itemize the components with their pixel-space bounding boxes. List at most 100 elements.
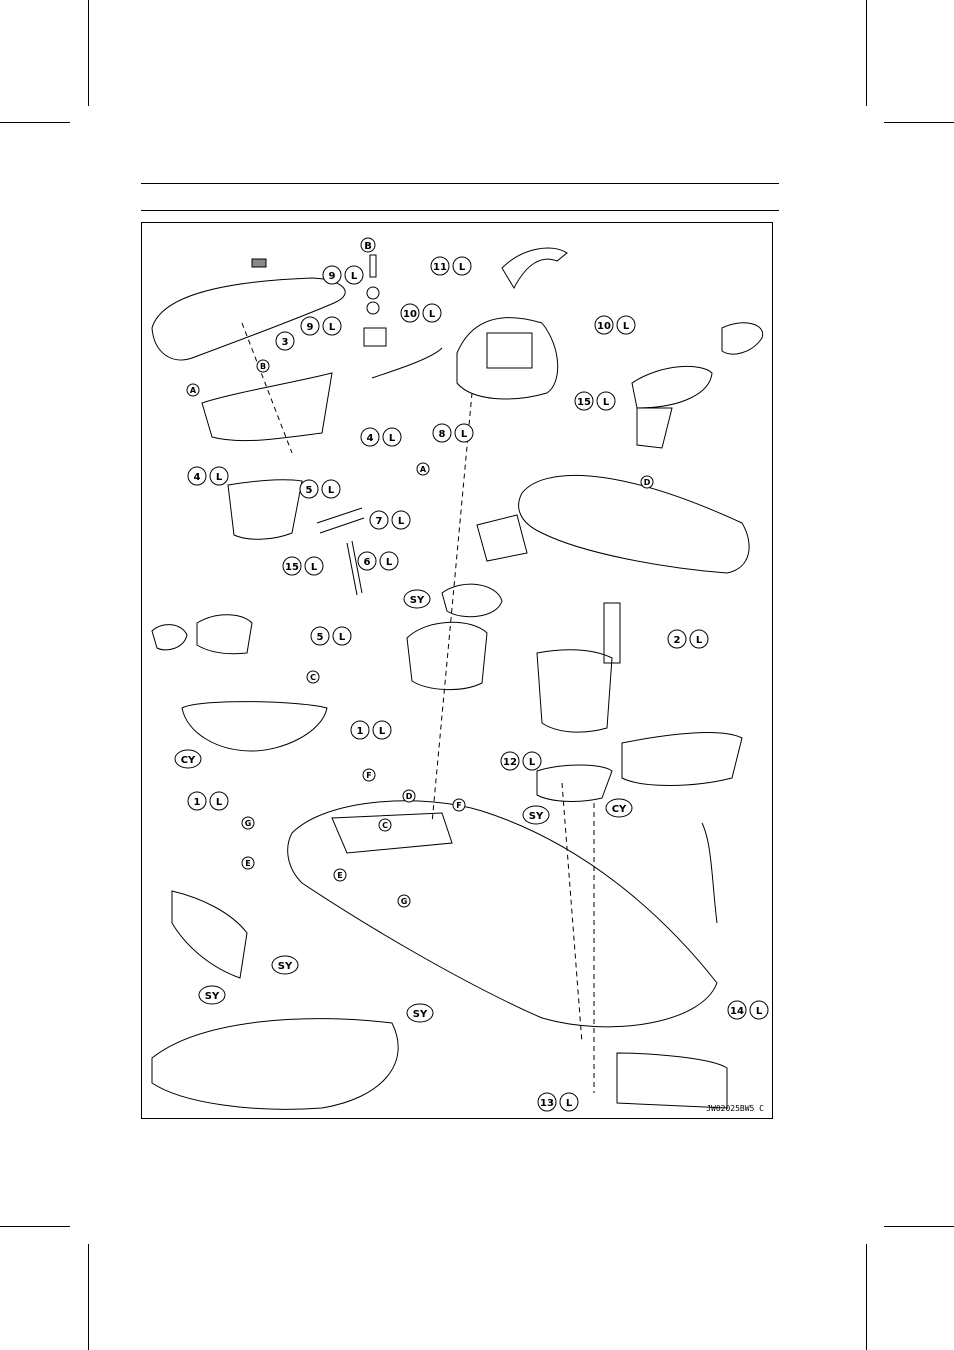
svg-text:L: L — [216, 797, 223, 808]
svg-text:4: 4 — [367, 433, 374, 444]
svg-text:E: E — [337, 871, 342, 880]
callout-14-l: 14 L — [728, 1001, 768, 1019]
svg-text:3: 3 — [282, 337, 289, 348]
svg-text:B: B — [260, 362, 266, 371]
callout-6-l: 6L — [358, 552, 398, 570]
svg-text:L: L — [529, 757, 536, 768]
crop-mark — [866, 0, 867, 106]
letter-c: C — [379, 819, 391, 831]
svg-text:5: 5 — [317, 632, 324, 643]
svg-text:L: L — [328, 485, 335, 496]
svg-text:11: 11 — [433, 262, 447, 273]
svg-text:5: 5 — [306, 485, 313, 496]
svg-text:A: A — [420, 465, 427, 474]
svg-text:L: L — [311, 562, 318, 573]
svg-text:A: A — [190, 386, 197, 395]
svg-text:8: 8 — [439, 429, 446, 440]
svg-text:L: L — [339, 632, 346, 643]
crop-mark — [884, 122, 954, 123]
svg-text:12: 12 — [503, 757, 517, 768]
svg-text:CY: CY — [612, 804, 627, 815]
callout-cy-1: CY — [175, 750, 201, 768]
letter-f: F — [363, 769, 375, 781]
svg-text:SY: SY — [205, 991, 220, 1002]
svg-text:9: 9 — [329, 271, 336, 282]
callout-15-l-b: 15 L — [283, 557, 323, 575]
svg-text:SY: SY — [413, 1009, 428, 1020]
crop-mark — [0, 1226, 70, 1227]
svg-text:L: L — [623, 321, 630, 332]
svg-text:L: L — [329, 322, 336, 333]
svg-text:10: 10 — [597, 321, 611, 332]
svg-text:L: L — [398, 516, 405, 527]
callout-sy-3: SY — [272, 956, 298, 974]
svg-text:D: D — [644, 478, 651, 487]
svg-text:7: 7 — [376, 516, 383, 527]
svg-text:L: L — [696, 635, 703, 646]
svg-text:1: 1 — [194, 797, 201, 808]
svg-text:F: F — [456, 801, 461, 810]
letter-g: G — [398, 895, 410, 907]
svg-text:L: L — [389, 433, 396, 444]
svg-text:G: G — [245, 819, 252, 828]
callout-10-l-b: 10 L — [595, 316, 635, 334]
svg-text:CY: CY — [181, 755, 196, 766]
svg-text:9: 9 — [307, 322, 314, 333]
svg-text:1: 1 — [357, 726, 364, 737]
svg-text:10: 10 — [403, 309, 417, 320]
svg-text:F: F — [366, 771, 371, 780]
letter-a: A — [187, 384, 199, 396]
callout-7-l: 7L — [370, 511, 410, 529]
callout-13-l: 13 L — [538, 1093, 578, 1111]
letter-b: B — [257, 360, 269, 372]
svg-text:C: C — [310, 673, 316, 682]
letter-d: D — [641, 476, 653, 488]
svg-text:D: D — [406, 792, 413, 801]
crop-mark — [88, 1244, 89, 1350]
svg-text:L: L — [756, 1006, 763, 1017]
svg-text:L: L — [459, 262, 466, 273]
svg-text:L: L — [566, 1098, 573, 1109]
letter-g: G — [242, 817, 254, 829]
svg-text:14: 14 — [730, 1006, 744, 1017]
svg-text:6: 6 — [364, 557, 371, 568]
crop-mark — [866, 1244, 867, 1350]
svg-text:2: 2 — [674, 635, 681, 646]
callout-sy-5: SY — [407, 1004, 433, 1022]
svg-text:15: 15 — [285, 562, 299, 573]
svg-text:SY: SY — [278, 961, 293, 972]
svg-text:L: L — [351, 271, 358, 282]
letter-d: D — [403, 790, 415, 802]
callout-3: 3 — [276, 332, 294, 350]
svg-text:G: G — [401, 897, 408, 906]
crop-mark — [0, 122, 70, 123]
callout-sy-1: SY — [404, 590, 430, 608]
letter-a: A — [417, 463, 429, 475]
svg-text:L: L — [461, 429, 468, 440]
crop-mark — [884, 1226, 954, 1227]
callout-11-l: 11 L — [431, 257, 471, 275]
svg-text:L: L — [379, 726, 386, 737]
callout-sy-2: SY — [523, 806, 549, 824]
callout-sy-4: SY — [199, 986, 225, 1004]
crop-mark — [88, 0, 89, 106]
svg-text:B: B — [364, 241, 372, 252]
letter-f: F — [453, 799, 465, 811]
svg-text:SY: SY — [529, 811, 544, 822]
header-rule — [141, 183, 779, 184]
callout-2-l: 2L — [668, 630, 708, 648]
svg-text:13: 13 — [540, 1098, 554, 1109]
svg-text:15: 15 — [577, 397, 591, 408]
header-rule — [141, 210, 779, 211]
svg-text:E: E — [245, 859, 250, 868]
